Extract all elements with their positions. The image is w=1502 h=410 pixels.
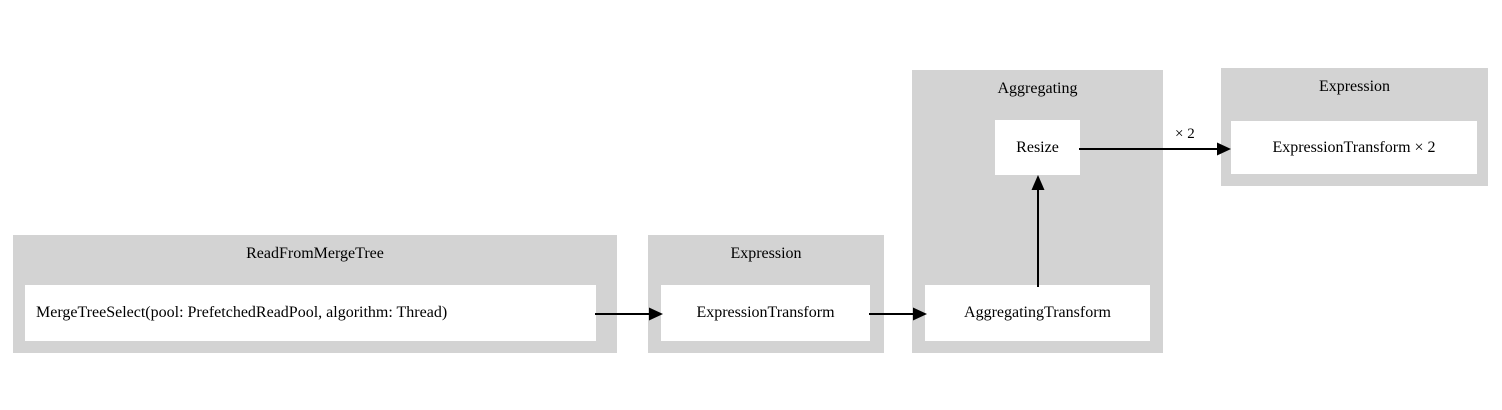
edge-label-resize-to-expression-transform-2: × 2 [1175,126,1195,142]
node-label-expression-transform-1: ExpressionTransform [696,304,835,321]
cluster-label-aggregating: Aggregating [997,80,1078,97]
edge-expression-transform-to-aggregating-transform [868,303,930,325]
cluster-label-expression-1: Expression [730,245,802,262]
cluster-label-expression-2: Expression [1318,78,1391,95]
edge-merge-tree-select-to-expression-transform [594,303,666,325]
node-label-merge-tree-select: MergeTreeSelect(pool: PrefetchedReadPool… [36,304,448,321]
node-expression-transform-2[interactable]: ExpressionTransform × 2 [1231,121,1477,174]
node-label-expression-transform-2: ExpressionTransform × 2 [1272,138,1436,156]
node-expression-transform-1[interactable]: ExpressionTransform [661,285,870,341]
cluster-label-read-from-merge-tree: ReadFromMergeTree [246,245,384,262]
node-resize[interactable]: Resize [995,120,1080,175]
edge-aggregating-transform-to-resize [1027,172,1049,288]
node-label-resize: Resize [1016,138,1059,156]
edge-resize-to-expression-transform-2 [1078,138,1236,160]
node-label-aggregating-transform: AggregatingTransform [964,304,1111,321]
node-aggregating-transform[interactable]: AggregatingTransform [925,285,1150,341]
node-merge-tree-select[interactable]: MergeTreeSelect(pool: PrefetchedReadPool… [25,285,596,341]
